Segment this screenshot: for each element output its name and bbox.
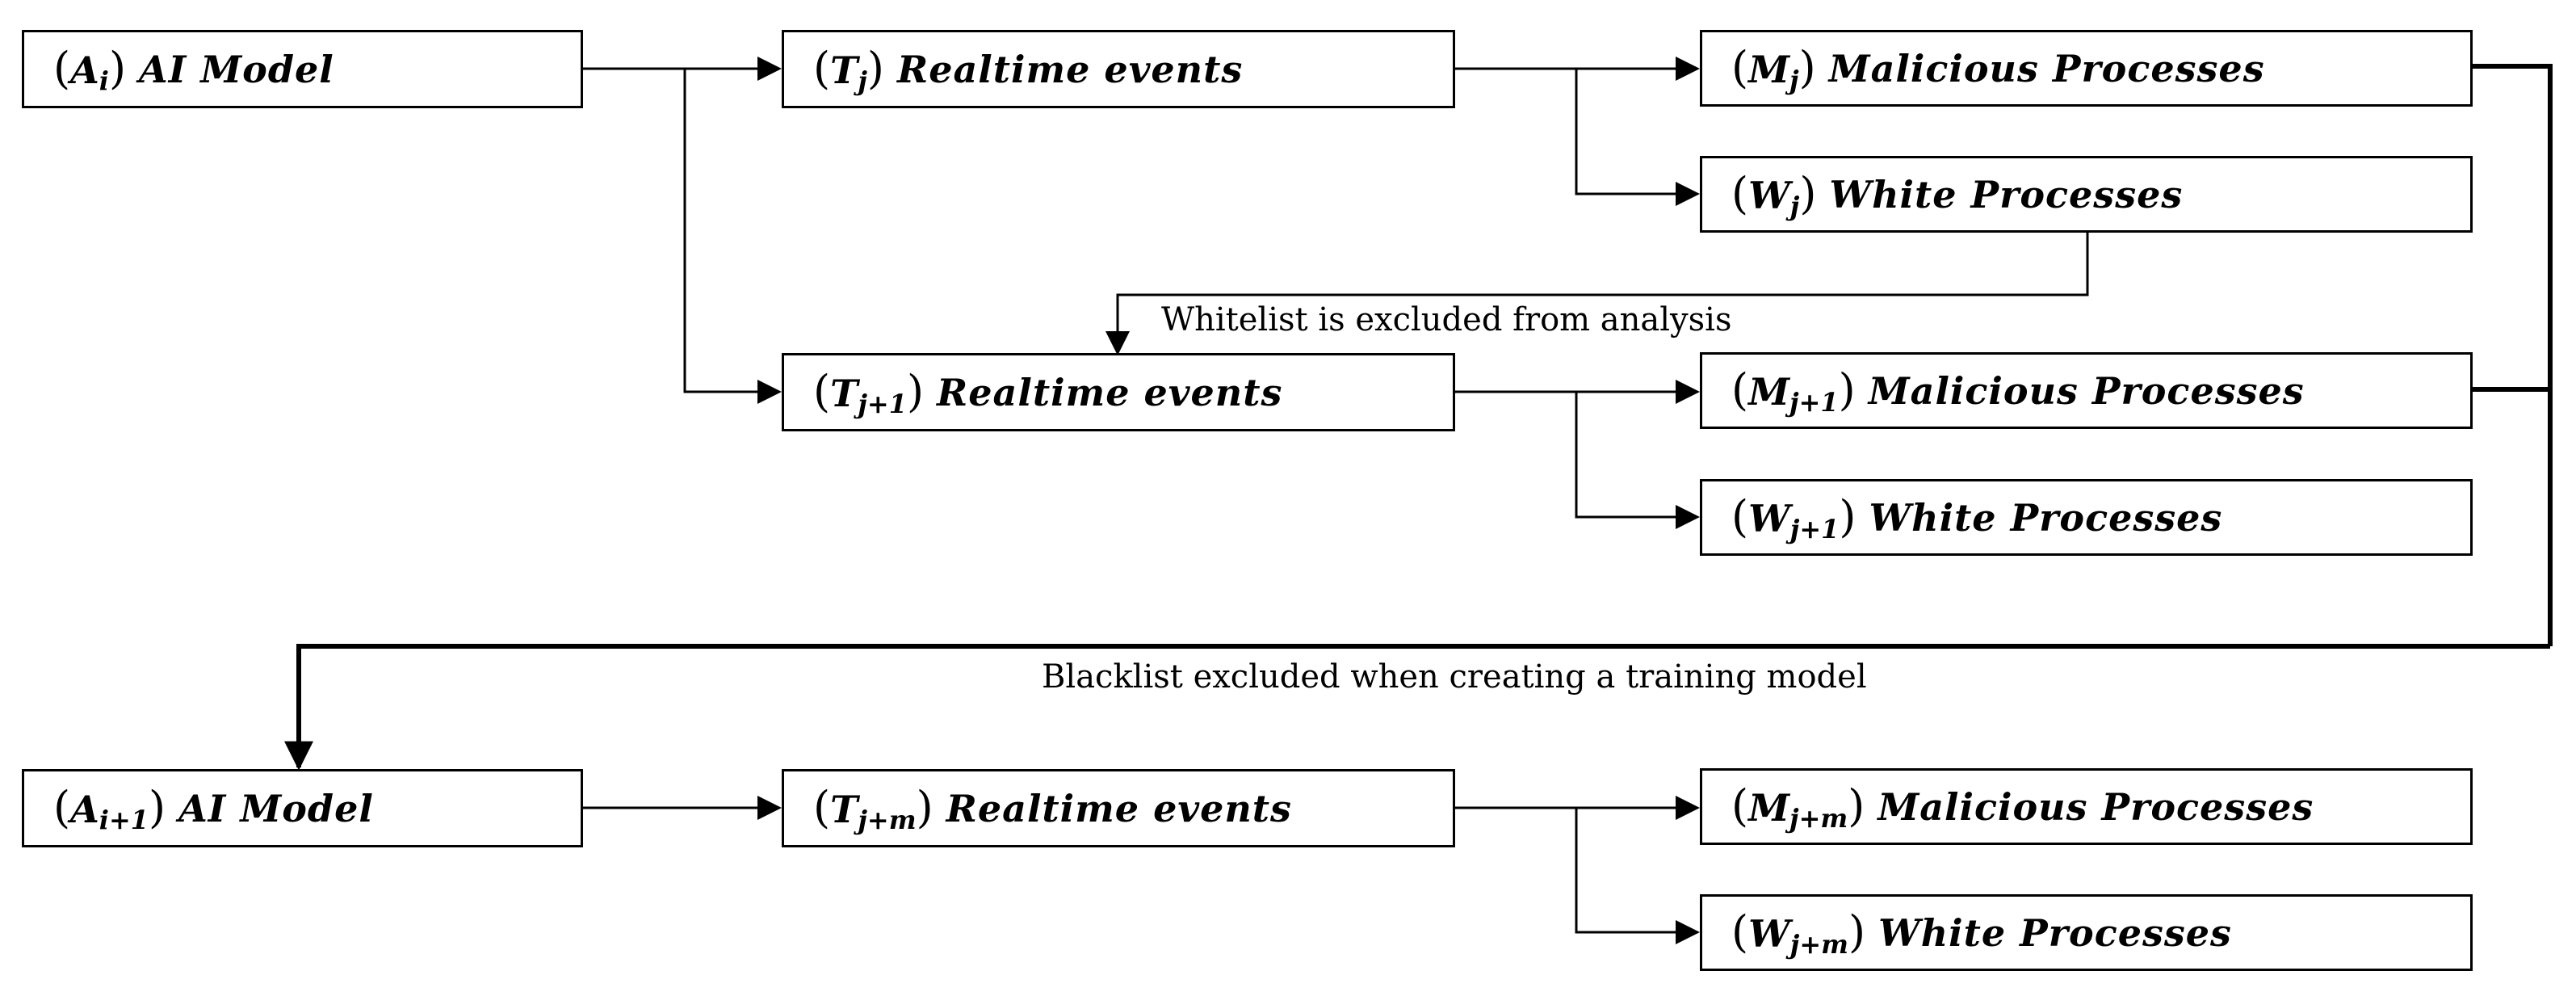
- edge-ai-to-tj1: [683, 69, 782, 404]
- ai-model-box: (Ai+1) AI Model: [22, 769, 583, 847]
- node-symbol: (Tj+m): [813, 781, 933, 835]
- edge-tj1-to-wj1: [1575, 392, 1700, 529]
- malicious-processes-box: (Mj) Malicious Processes: [1700, 30, 2473, 107]
- node-symbol: (Mj+m): [1731, 780, 1865, 834]
- edge-blacklist-to-ai1: [284, 644, 2550, 771]
- node-symbol: (Tj): [813, 42, 884, 96]
- node-symbol: (Wj+1): [1731, 490, 1856, 544]
- realtime-events-box: (Tj+1) Realtime events: [782, 353, 1455, 431]
- white-processes-box: (Wj+m) White Processes: [1700, 894, 2473, 971]
- edge-tjm-to-wjm: [1575, 808, 1700, 944]
- edge-tj-to-wj: [1575, 69, 1700, 206]
- node-label: Realtime events: [946, 786, 1292, 830]
- node-label: Malicious Processes: [1828, 46, 2265, 90]
- white-processes-box: (Wj) White Processes: [1700, 156, 2473, 233]
- node-symbol: (Mj): [1731, 41, 1816, 95]
- node-label: White Processes: [1829, 172, 2184, 216]
- whitelist-note: Whitelist is excluded from analysis: [1161, 301, 1732, 338]
- malicious-processes-box: (Mj+m) Malicious Processes: [1700, 768, 2473, 845]
- node-label: AI Model: [178, 786, 374, 830]
- node-symbol: (Wj+m): [1731, 906, 1866, 960]
- node-symbol: (Wj): [1731, 167, 1817, 221]
- malicious-processes-box: (Mj+1) Malicious Processes: [1700, 352, 2473, 429]
- node-label: Malicious Processes: [1868, 368, 2305, 413]
- node-label: White Processes: [1878, 910, 2232, 955]
- node-symbol: (Ai): [53, 42, 127, 96]
- blacklist-note: Blacklist excluded when creating a train…: [1042, 658, 1867, 696]
- edge-wj-to-tj1: [1105, 233, 2089, 355]
- white-processes-box: (Wj+1) White Processes: [1700, 479, 2473, 556]
- node-symbol: (Ai+1): [53, 781, 166, 835]
- node-label: Realtime events: [896, 47, 1244, 91]
- edge-mj-to-ai1: [2473, 64, 2553, 646]
- node-symbol: (Mj+1): [1731, 364, 1856, 418]
- node-label: Realtime events: [937, 370, 1283, 414]
- realtime-events-box: (Tj+m) Realtime events: [782, 769, 1455, 847]
- realtime-events-box: (Tj) Realtime events: [782, 30, 1455, 108]
- node-label: Malicious Processes: [1877, 784, 2314, 829]
- ai-model-box: (Ai) AI Model: [22, 30, 583, 108]
- node-symbol: (Tj+1): [813, 365, 925, 419]
- node-label: White Processes: [1869, 495, 2223, 540]
- node-label: AI Model: [139, 47, 334, 91]
